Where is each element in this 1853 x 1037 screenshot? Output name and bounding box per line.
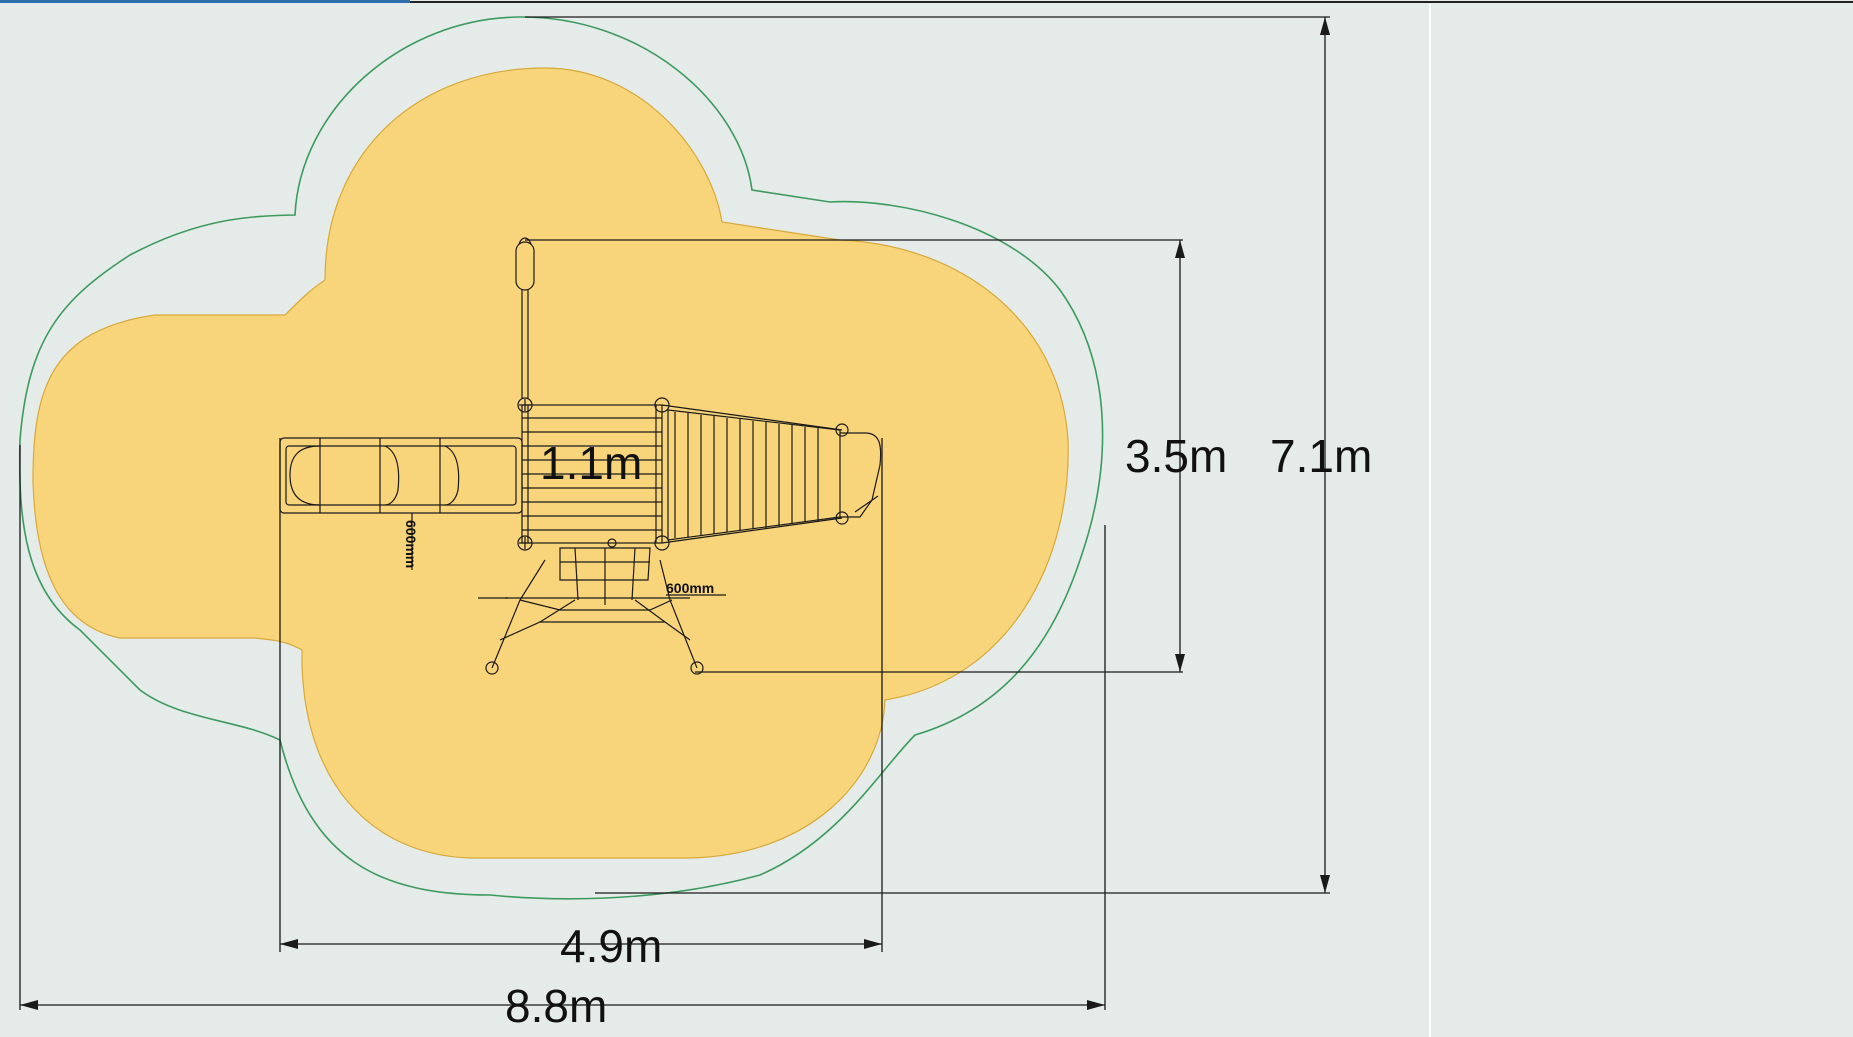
arrow-width-left [280,939,298,949]
arrow-zone-depth-top [1320,17,1330,35]
arrow-zone-width-left [20,1000,38,1010]
post-bottom-right [654,535,670,551]
post-bottom-left [517,535,533,551]
post-top-left [517,397,533,413]
safety-zone-width-label: 8.8m [505,980,607,1032]
tunnel-climber [661,404,882,544]
footprint-depth-label: 3.5m [1125,430,1227,482]
post-top-right [654,397,670,413]
top-tab-accent [0,0,410,3]
slide-clearance-label: 600mm [403,520,419,568]
impact-surface-area [32,67,1069,859]
platform-deck [521,404,663,544]
safety-zone-depth-label: 7.1m [1270,430,1372,482]
arrow-width-right [864,939,882,949]
net-clearance-label: 600mm [666,580,714,596]
platform-height-label: 1.1m [540,437,642,489]
arrow-zone-width-right [1087,1000,1105,1010]
footprint-width-label: 4.9m [560,920,662,972]
climbing-pole [515,237,535,398]
arrow-depth-top [1175,240,1185,258]
arrow-depth-bottom [1175,654,1185,672]
arrow-zone-depth-bottom [1320,875,1330,893]
cargo-net [478,538,704,675]
